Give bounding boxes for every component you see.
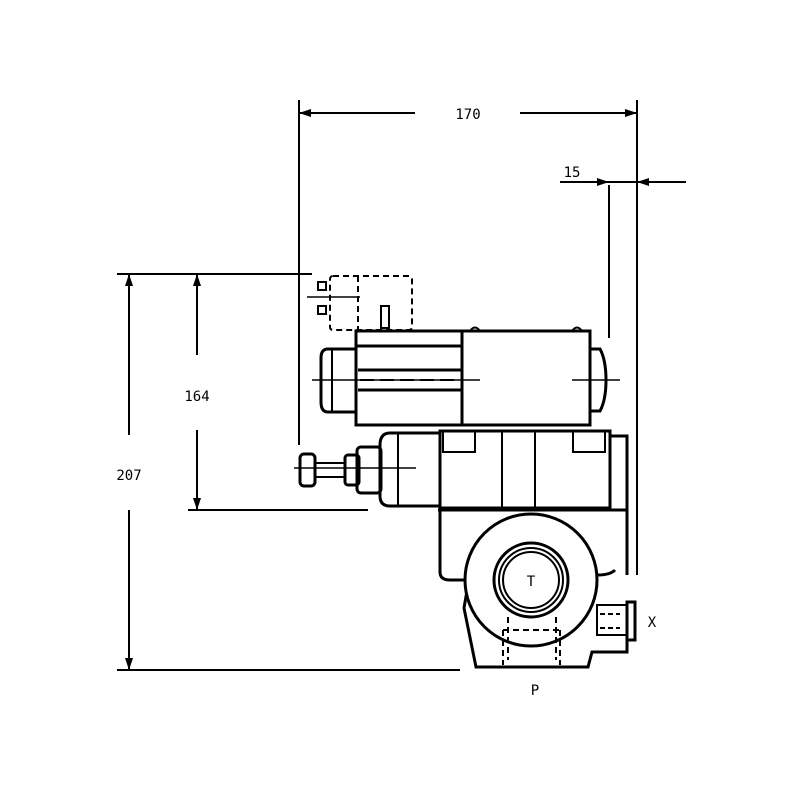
port-x-passage [600,613,620,629]
valve-body [298,429,637,669]
solenoid [319,326,608,427]
dimension-label: 15 [564,165,581,181]
connector-outline [317,275,413,331]
dimension-164: 164 [184,274,210,510]
dimension-label: 170 [455,107,480,123]
tank-port [463,512,599,648]
pressure-port-passage [502,617,561,665]
port-label-t: T [527,574,536,590]
port-label-p: P [531,683,539,699]
dimension-label: 207 [116,468,141,484]
connector-pin [380,305,390,329]
dimension-15: 15 [560,165,686,186]
port-label-x: X [648,615,657,631]
dimension-207: 207 [116,274,142,670]
dimension-label: 164 [184,389,209,405]
dimension-170: 170 [299,107,637,123]
